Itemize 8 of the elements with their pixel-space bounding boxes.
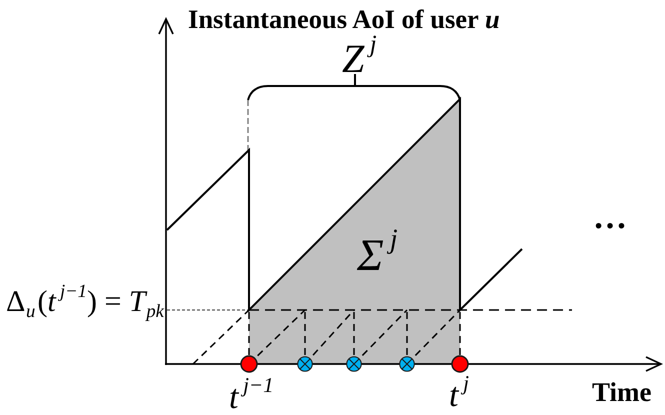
- ellipsis: …: [593, 198, 627, 238]
- time-tick-label: t$^{j}$: [449, 375, 469, 415]
- brace-label: Z$^{j}$: [342, 34, 377, 82]
- area-label: Σ$^{j}$: [357, 226, 398, 282]
- chart-title: Instantaneous AoI of user u: [188, 2, 500, 36]
- time-tick-label: t$^{j−1}$: [229, 377, 274, 415]
- level-label: Δ$_{u}$(t$^{j−1}$) = T$_{pk}$: [6, 283, 166, 321]
- axis-label: Time: [592, 376, 652, 409]
